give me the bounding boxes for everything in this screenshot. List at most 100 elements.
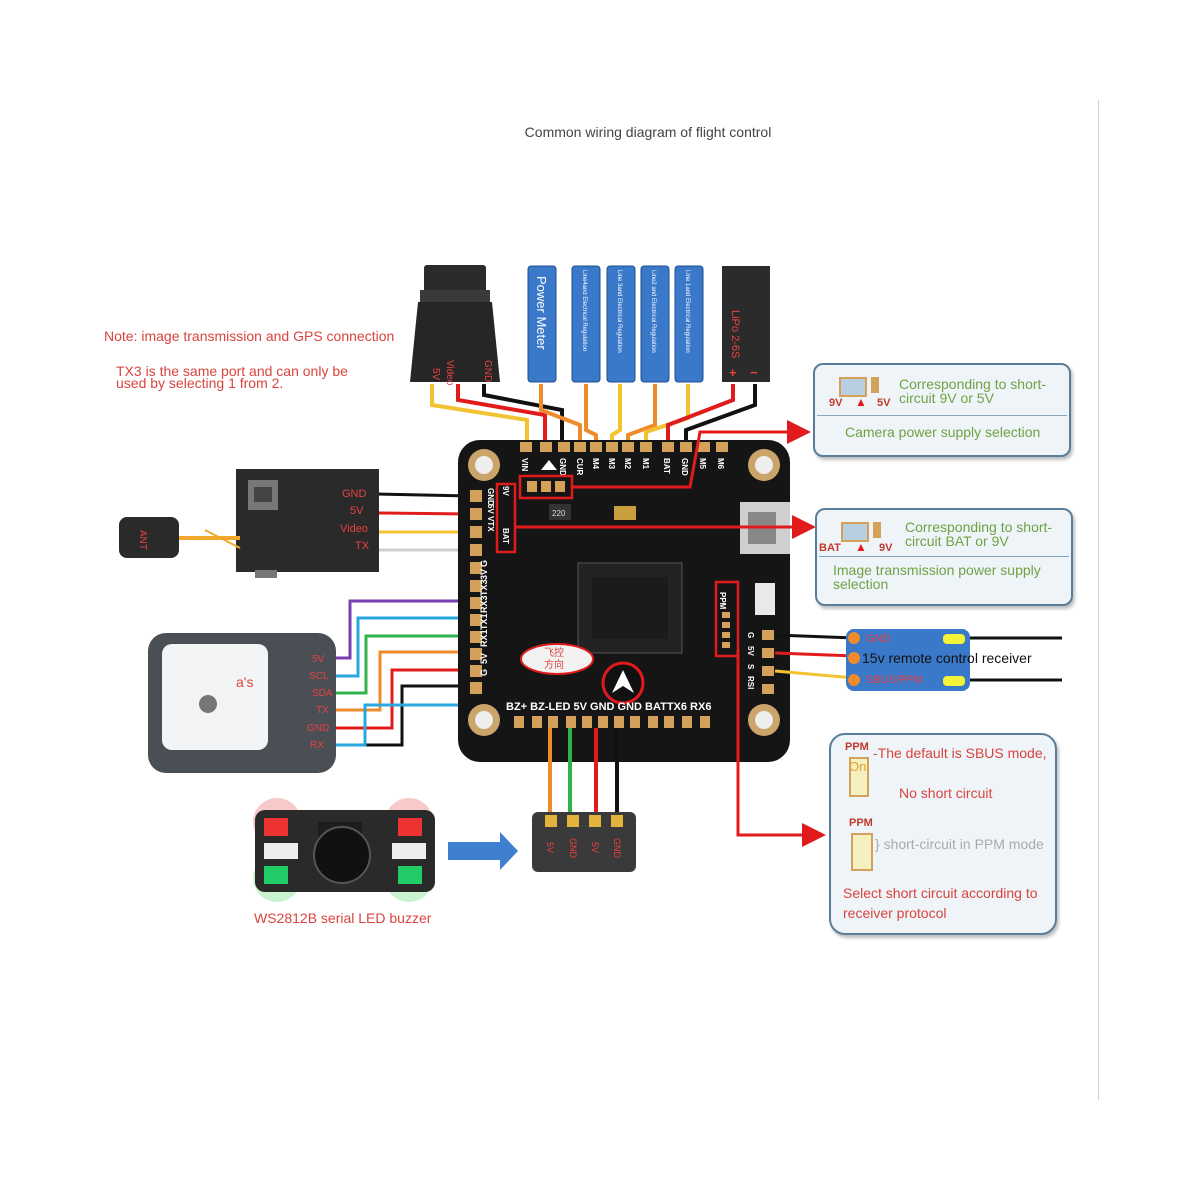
pad-uart-rx1: RX1: [479, 629, 489, 647]
camera-pin-5v: 5V: [430, 368, 441, 381]
gps-pin-scl: SCL: [309, 671, 329, 682]
triangle-up-icon: ▲: [855, 395, 867, 409]
pad-m2: M2: [623, 458, 632, 470]
ppm-short-text: } short-circuit in PPM mode: [875, 836, 1044, 852]
pad-uart-5v: 5V: [479, 653, 489, 664]
gps-pin-tx: TX: [316, 705, 329, 716]
bottom-pads: [514, 716, 710, 728]
left-pads: [470, 490, 482, 694]
pad-vin: VIN: [520, 458, 529, 472]
pad-uart-rx3: RX3: [479, 595, 489, 613]
page-divider-line: [1098, 100, 1099, 1100]
pad-bat: BAT: [662, 458, 671, 474]
power-meter-connector: Power Meter: [527, 265, 557, 383]
led-wires: [548, 728, 619, 820]
gps-module: a's 5V SCL SDA TX GND RX: [148, 633, 336, 773]
power-meter-label: Power Meter: [534, 276, 549, 350]
diagram-title: Common wiring diagram of flight control: [524, 124, 772, 140]
vtx-power-callout: BAT ▲ 9V Corresponding to short-circuit …: [815, 508, 1073, 606]
esc1-label: Line 1and Electrical Regulation: [684, 270, 690, 353]
pin-right-rsi: RSI: [746, 676, 755, 689]
pad-left-9v: 9V: [501, 486, 510, 496]
pin-right-g: G: [746, 632, 755, 638]
vtx-jumper-right-label: 9V: [879, 542, 893, 554]
ppm-mode-callout: PPM On -The default is SBUS mode, No sho…: [829, 733, 1057, 935]
pad-uart-tx1: TX1: [479, 613, 489, 630]
camera-jumper-left-label: 9V: [829, 397, 843, 409]
triangle-up-icon: ▲: [855, 540, 867, 554]
vtx-pin-5v: 5V: [350, 505, 364, 517]
top-pads: [520, 442, 728, 452]
pad-left-bat: BAT: [501, 528, 510, 544]
note-line-2: TX3 is the same port and can only be: [116, 363, 348, 379]
chip-label: 220: [552, 509, 566, 518]
pad-m6: M6: [716, 458, 725, 470]
ppm-callout-footer: Select short circuit according to receiv…: [843, 885, 1038, 921]
jumper-open-icon: [849, 757, 869, 797]
pad-uart-3v: 3V: [479, 569, 489, 580]
orientation-line-2: 方向: [544, 658, 564, 671]
battery-plus: +: [729, 365, 737, 380]
pad-m1: M1: [641, 458, 650, 470]
jumper-pad-icon: [873, 522, 881, 538]
pad-uart-g2: G: [479, 560, 489, 567]
camera-jumper-right-label: 5V: [877, 397, 891, 409]
red-arrows: [515, 420, 826, 847]
led-connector: 5V GND 5V GND: [532, 812, 636, 872]
vtx-pin-video: Video: [340, 523, 368, 535]
led-pin-3: 5V: [590, 842, 600, 853]
pad-uart-tx3: TX3: [479, 579, 489, 596]
pin-right-s: S: [746, 664, 755, 670]
pad-left-vtx: VTX: [486, 516, 495, 532]
esc2-label: Line2 and Electrical Regulation: [650, 270, 656, 353]
pad-cur: CUR: [575, 458, 584, 476]
callout-divider: [819, 556, 1069, 557]
note-line-3: used by selecting 1 from 2.: [116, 375, 284, 391]
right-pin-labels: G 5V S RSI: [746, 632, 755, 689]
camera: 5V Video GND: [410, 265, 500, 386]
ppm-board-label: PPM: [718, 592, 727, 610]
bottom-pad-labels: BZ+ BZ-LED 5V GND GND BATTX6 RX6: [506, 701, 711, 713]
pad-gnd2: GND: [680, 458, 689, 476]
pad-m5: M5: [698, 458, 707, 470]
note-line-1: Note: image transmission and GPS connect…: [104, 328, 395, 344]
ppm-short-label: PPM: [849, 817, 873, 829]
left-pad-labels: GND 5V VTX 9V BAT: [486, 486, 510, 544]
jumper-pad-icon: [839, 377, 867, 397]
camera-pin-video: Video: [444, 360, 455, 386]
vtx-pin-gnd: GND: [342, 488, 367, 500]
esc4-label: Line4and Electrical Regulation: [581, 270, 587, 351]
buzzer-label: WS2812B serial LED buzzer: [254, 910, 432, 926]
callout-divider: [817, 415, 1067, 416]
vtx-antenna-label: ANT: [137, 530, 148, 550]
esc3-label: Line 3and Electrical Regulation: [616, 270, 622, 353]
vtx-callout-heading: Corresponding to short-circuit BAT or 9V: [905, 519, 1053, 549]
vtx-wires: [377, 492, 471, 552]
ppm-on-state: On: [849, 759, 867, 774]
jumper-pad-icon: [841, 522, 869, 542]
pin-right-5v: 5V: [746, 646, 755, 656]
battery-label: LiPo 2-6S: [729, 310, 741, 358]
esc-connectors: Line4and Electrical Regulation Line 3and…: [571, 265, 704, 383]
receiver-wires: [774, 633, 1062, 682]
blue-arrow-icon: [448, 832, 518, 870]
pad-left-5v: 5V: [486, 504, 495, 514]
gps-pin-gnd: GND: [307, 723, 329, 734]
gps-pin-5v: 5V: [312, 654, 325, 665]
led-pin-1: 5V: [545, 842, 555, 853]
top-pad-labels: VIN GND CUR M4 M3 M2 M1 BAT GND M5 M6: [520, 458, 725, 476]
ppm-default-text: -The default is SBUS mode,: [873, 745, 1047, 761]
pad-uart-g: G: [479, 669, 489, 676]
video-transmitter: GND 5V Video TX ANT: [119, 469, 379, 578]
camera-callout-caption: Camera power supply selection: [845, 424, 1041, 440]
vtx-pin-tx: TX: [355, 540, 370, 552]
led-pin-4: GND: [612, 838, 622, 859]
uart-labels: G 5V RX1 TX1 RX3 TX3 3V G: [479, 560, 489, 676]
receiver-module: [846, 629, 970, 691]
pad-left-gnd: GND: [486, 488, 495, 506]
camera-callout-heading: Corresponding to short-circuit 9V or 5V: [899, 376, 1047, 406]
camera-pin-gnd: GND: [482, 360, 493, 382]
orientation-line-1: 飞控: [544, 646, 564, 659]
receiver-pin-gnd: GND: [866, 633, 891, 645]
